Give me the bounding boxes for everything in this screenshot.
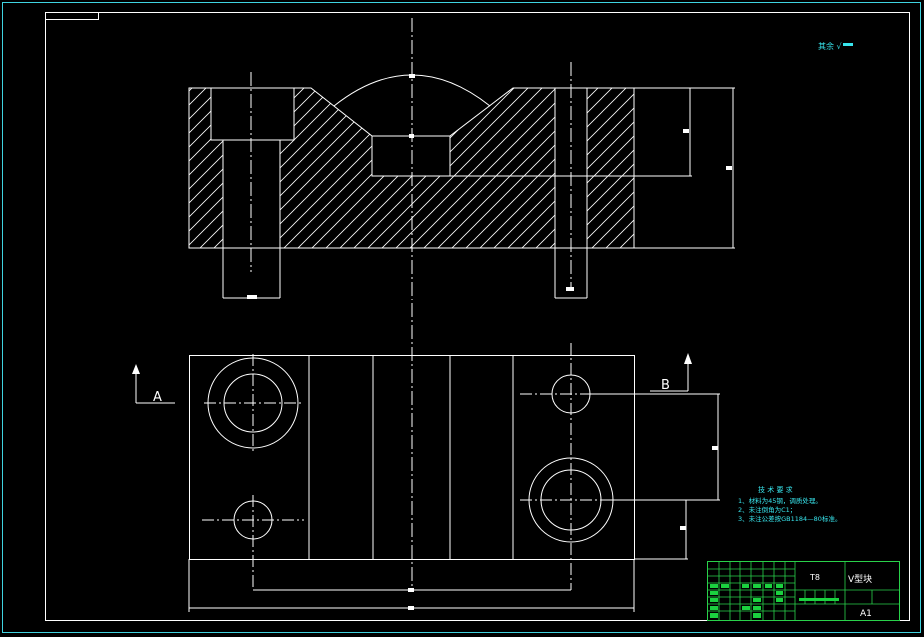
surface-roughness-note: 其余 √ xyxy=(818,41,853,51)
title-block-frame xyxy=(707,561,900,621)
hole-spacing-marker xyxy=(408,588,414,592)
bolt-dimension-marker xyxy=(247,295,257,299)
section-marker-a: A xyxy=(132,364,175,405)
pin-dimension-marker xyxy=(566,287,574,291)
section-b-arrow xyxy=(684,353,692,364)
slot-top-marker xyxy=(409,134,414,138)
groove-depth-marker xyxy=(683,129,689,133)
title-block-material: T8 xyxy=(809,573,820,582)
hole-pitch-marker xyxy=(712,446,718,450)
section-a-label: A xyxy=(153,390,162,405)
section-b-label: B xyxy=(661,378,670,393)
drawing-frame xyxy=(45,12,910,621)
roughness-value-bar xyxy=(843,43,853,46)
title-block-sheet-size: A1 xyxy=(860,609,872,619)
tech-requirements-heading: 技 术 要 求 xyxy=(758,485,793,494)
tech-requirement-2: 2、未注倒角为C1； xyxy=(738,505,796,514)
tech-requirement-1: 1、材料为45钢，调质处理。 xyxy=(738,496,822,505)
title-block-labels xyxy=(710,584,839,618)
title-block: T8 V型块 A1 xyxy=(707,561,900,621)
section-a-arrow xyxy=(132,364,140,374)
corner-tag-box xyxy=(45,12,99,20)
edge-offset-marker xyxy=(680,526,686,530)
technical-requirements: 技 术 要 求 1、材料为45钢，调质处理。 2、未注倒角为C1； 3、未注公差… xyxy=(738,485,841,523)
total-length-marker xyxy=(408,606,414,610)
v-groove-relief-slot xyxy=(371,135,451,177)
signature-grid xyxy=(708,562,899,620)
title-block-part-name: V型块 xyxy=(848,573,872,585)
top-view xyxy=(188,303,720,612)
arc-center-marker xyxy=(409,74,415,78)
total-height-marker xyxy=(726,166,732,170)
section-marker-b: B xyxy=(650,353,692,393)
tech-requirement-3: 3、未注公差按GB1184—80标准。 xyxy=(738,514,841,523)
counterbore-left xyxy=(210,87,295,141)
roughness-note-text: 其余 √ xyxy=(818,41,843,51)
front-section-view xyxy=(188,18,735,300)
